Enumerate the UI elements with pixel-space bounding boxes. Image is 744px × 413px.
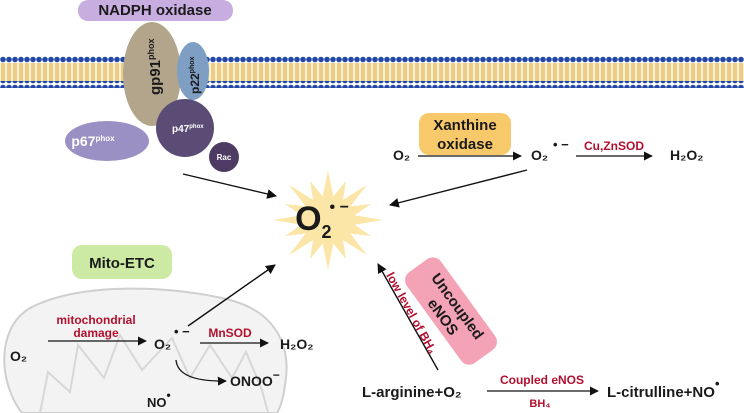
p47-label: p47phox bbox=[172, 124, 204, 135]
xanthine-substrate: O₂ bbox=[393, 147, 410, 163]
xanthine-label-line2: oxidase bbox=[437, 136, 493, 153]
p22-subunit bbox=[177, 42, 209, 100]
rac-subunit bbox=[209, 142, 239, 172]
mito-superoxide: O₂ bbox=[154, 336, 171, 352]
bh4-cofactor-label: BH₄ bbox=[529, 398, 550, 410]
nadph-oxidase-title: NADPH oxidase bbox=[98, 2, 211, 19]
mito-etc-pathway: Mito-ETC O₂ mitochondrial damage O₂ • − … bbox=[10, 245, 313, 410]
mito-damage-line2: damage bbox=[73, 326, 119, 340]
uncoupled-enos-box bbox=[405, 257, 497, 365]
xanthine-superoxide: O₂ bbox=[531, 147, 548, 163]
p67-subunit bbox=[65, 121, 149, 161]
xanthine-label-line1: Xanthine bbox=[433, 117, 496, 134]
rac-label: Rac bbox=[217, 153, 232, 162]
enos-to-superoxide-arrow bbox=[377, 263, 439, 371]
mitochondrion bbox=[3, 287, 288, 413]
mito-etc-label: Mito-ETC bbox=[89, 255, 155, 272]
mito-damage-line1: mitochondrial bbox=[56, 313, 135, 327]
mito-etc-box bbox=[72, 245, 172, 279]
l-arginine-label: L-arginine+O₂ bbox=[362, 384, 462, 401]
gp91-label: gp91phox bbox=[146, 38, 164, 95]
mitochondrion-cristae bbox=[39, 332, 269, 413]
xanthine-to-superoxide-arrow bbox=[389, 169, 528, 208]
mitochondrion-outer bbox=[3, 287, 288, 413]
nadph-oxidase-complex: NADPH oxidase gp91phox p22phox p67phox p… bbox=[65, 0, 239, 172]
mnsod-label: MnSOD bbox=[208, 326, 252, 340]
mito-no: NO• bbox=[147, 388, 171, 410]
mito-substrate: O₂ bbox=[10, 348, 27, 364]
xanthine-oxidase-box bbox=[419, 113, 511, 155]
superoxide-burst: O2• − bbox=[273, 170, 383, 270]
superoxide-label: O2• − bbox=[295, 199, 349, 242]
nadph-oxidase-label-box bbox=[78, 0, 233, 21]
mito-to-superoxide-arrow bbox=[187, 264, 276, 327]
peroxynitrite-arrow bbox=[175, 359, 227, 386]
enos-pathway: Uncoupled eNOS low level of BH₄ L-argini… bbox=[362, 257, 720, 410]
mito-superoxide-mark: • − bbox=[174, 324, 190, 339]
p47-subunit bbox=[156, 99, 214, 157]
mito-h2o2: H₂O₂ bbox=[280, 336, 313, 352]
xanthine-h2o2: H₂O₂ bbox=[670, 147, 703, 163]
p67-label: p67phox bbox=[71, 133, 115, 149]
xanthine-superoxide-mark: • − bbox=[553, 137, 569, 152]
cuzn-sod-label: Cu,ZnSOD bbox=[584, 139, 644, 153]
nadph-to-superoxide-arrow bbox=[182, 173, 277, 199]
coupled-enos-label: Coupled eNOS bbox=[500, 373, 584, 387]
gp91-subunit bbox=[123, 22, 181, 126]
cell-membrane bbox=[0, 56, 744, 88]
star-shape bbox=[273, 170, 383, 270]
p22-label: p22phox bbox=[188, 56, 202, 94]
peroxynitrite-label: ONOO− bbox=[230, 368, 280, 389]
l-citrulline-label: L-citrulline+NO• bbox=[607, 376, 720, 401]
xanthine-oxidase-pathway: Xanthine oxidase O₂ O₂ • − Cu,ZnSOD H₂O₂ bbox=[389, 113, 703, 208]
